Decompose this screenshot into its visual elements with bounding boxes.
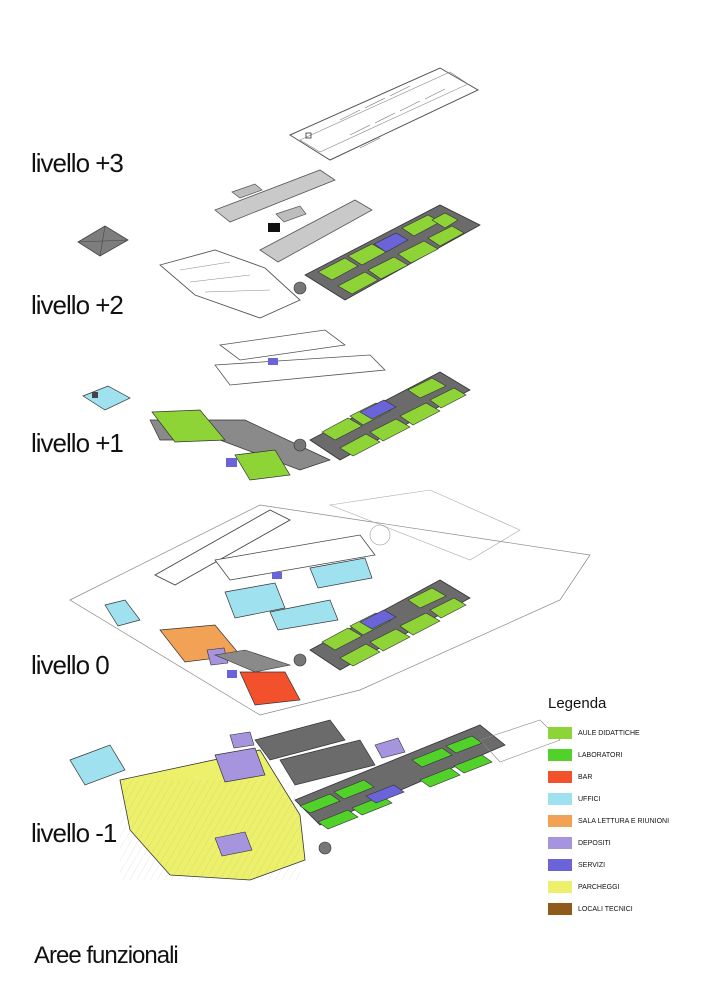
legend-items: AULE DIDATTICHE LABORATORI BAR UFFICI SALA L…	[548, 722, 703, 920]
legend-item: SERVIZI	[548, 854, 703, 876]
legend-swatch	[548, 727, 572, 739]
legend-label: AULE DIDATTICHE	[578, 729, 640, 737]
plan-level-plus3	[77, 67, 480, 263]
legend-swatch	[548, 815, 572, 827]
level-label-plus3: livello +3	[31, 148, 124, 178]
plan-level-plus1	[82, 329, 471, 481]
legend-title: Legenda	[548, 695, 607, 712]
legend-item: UFFICI	[548, 788, 703, 810]
legend-swatch	[548, 837, 572, 849]
legend-item: PARCHEGGI	[548, 876, 703, 898]
legend-item: LOCALI TECNICI	[548, 898, 703, 920]
legend-label: UFFICI	[578, 795, 601, 803]
legend-label: DEPOSITI	[578, 839, 611, 847]
legend-label: LABORATORI	[578, 751, 623, 759]
legend-label: PARCHEGGI	[578, 883, 620, 891]
level-label-plus2: livello +2	[31, 290, 124, 320]
level-label-plus1: livello +1	[31, 428, 124, 458]
plan-level-plus2	[159, 204, 481, 319]
legend-item: LABORATORI	[548, 744, 703, 766]
plan-level-minus1	[69, 719, 561, 881]
legend-label: SALA LETTURA E RIUNIONI	[578, 817, 670, 825]
legend-label: LOCALI TECNICI	[578, 905, 633, 913]
legend-label: SERVIZI	[578, 861, 606, 869]
legend-swatch	[548, 859, 572, 871]
legend-swatch	[548, 903, 572, 915]
legend-item: DEPOSITI	[548, 832, 703, 854]
legend-swatch	[548, 881, 572, 893]
footer-title: Aree funzionali	[34, 942, 179, 969]
legend-item: SALA LETTURA E RIUNIONI	[548, 810, 703, 832]
legend-item: BAR	[548, 766, 703, 788]
legend-swatch	[548, 771, 572, 783]
level-label-minus1: livello -1	[31, 818, 117, 848]
legend-swatch	[548, 749, 572, 761]
plan-level-0	[69, 489, 591, 716]
legend-swatch	[548, 793, 572, 805]
legend-label: BAR	[578, 773, 593, 781]
legend: Legenda AULE DIDATTICHE LABORATORI BAR UFFI…	[548, 695, 703, 920]
level-label-0: livello 0	[31, 650, 110, 680]
legend-item: AULE DIDATTICHE	[548, 722, 703, 744]
